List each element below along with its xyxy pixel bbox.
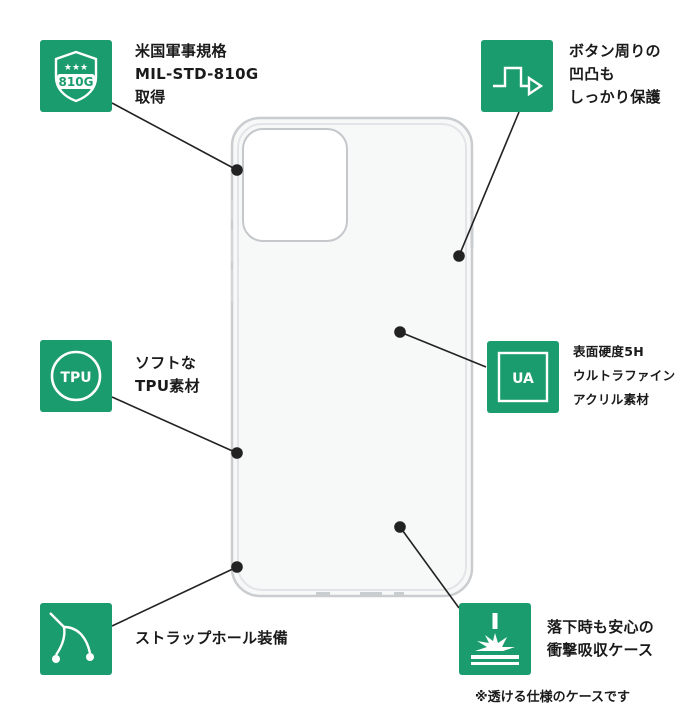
connector-acrylic — [399, 331, 487, 368]
impact-burst-icon — [471, 613, 519, 665]
tpu-badge-text: TPU — [60, 370, 91, 386]
button-bump-icon — [493, 66, 544, 96]
tpu-circle-icon: TPU — [50, 350, 102, 402]
button-line-3: しっかり保護 — [569, 88, 661, 106]
button-line-1: ボタン周りの — [569, 42, 661, 60]
shield-icon: ★★★ 810G — [54, 50, 98, 103]
strap-loop-icon — [49, 612, 94, 663]
connector-button — [458, 111, 520, 257]
ua-square-icon: UA — [497, 351, 549, 403]
connector-tpu — [111, 396, 238, 454]
mil-line-3: 取得 — [135, 88, 166, 106]
tpu-line-1: ソフトな — [135, 354, 197, 372]
mil-line-2: MIL-STD-810G — [135, 65, 259, 83]
button-line-2: 凹凸も — [569, 65, 615, 83]
acrylic-label: 表面硬度5H ウルトラファイン アクリル素材 — [573, 340, 675, 412]
acrylic-line-1: 表面硬度5H — [573, 344, 644, 359]
badge-810g-text: 810G — [59, 75, 94, 89]
strap-label: ストラップホール装備 — [135, 627, 288, 650]
tpu-label: ソフトな TPU素材 — [135, 352, 200, 398]
tpu-badge: TPU — [40, 340, 112, 412]
acrylic-line-2: ウルトラファイン — [573, 368, 676, 383]
svg-text:★★★: ★★★ — [64, 63, 88, 73]
strap-line-1: ストラップホール装備 — [135, 629, 289, 647]
shock-line-1: 落下時も安心の — [547, 618, 655, 636]
button-label: ボタン周りの 凹凸も しっかり保護 — [569, 40, 661, 109]
strap-badge — [40, 603, 112, 675]
mil-line-1: 米国軍事規格 — [135, 42, 227, 60]
shock-badge — [459, 603, 531, 675]
mil-label: 米国軍事規格 MIL-STD-810G 取得 — [135, 40, 259, 109]
connector-strap — [111, 566, 238, 627]
button-badge — [481, 40, 553, 112]
footnote: ※透ける仕様のケースです — [475, 690, 630, 705]
ua-badge-text: UA — [512, 371, 534, 387]
shock-line-2: 衝撃吸収ケース — [547, 641, 654, 659]
ua-badge: UA — [487, 341, 559, 413]
shock-label: 落下時も安心の 衝撃吸収ケース — [547, 616, 654, 662]
mil-badge: ★★★ 810G — [40, 40, 112, 112]
connector-shock — [399, 526, 460, 609]
connector-mil — [111, 102, 238, 171]
acrylic-line-3: アクリル素材 — [573, 392, 650, 407]
tpu-line-2: TPU素材 — [135, 377, 200, 395]
